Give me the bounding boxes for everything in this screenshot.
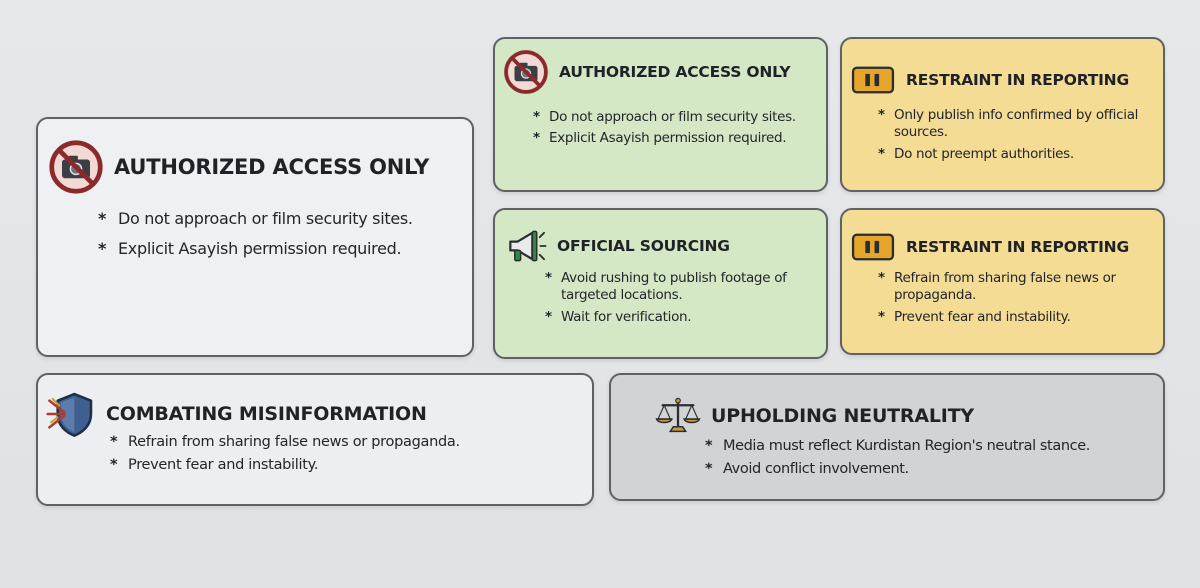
- bullet-star: *: [705, 460, 713, 477]
- bullet-item: * Prevent fear and instability.: [878, 309, 1163, 326]
- card-title: COMBATING MISINFORMATION: [106, 403, 427, 425]
- bullet-item: * Refrain from sharing false news or prop…: [110, 433, 590, 452]
- bullet-item: * Explicit Asayish permission required.: [98, 239, 468, 259]
- bullet-star: *: [110, 434, 118, 450]
- no-camera-icon: [48, 139, 104, 195]
- card-title: RESTRAINT IN REPORTING: [906, 71, 1129, 89]
- bullet-text: Refrain from sharing false news or propa…: [894, 270, 1116, 304]
- bullet-list: * Media must reflect Kurdistan Region's n…: [705, 437, 1160, 482]
- megaphone-icon: [503, 224, 547, 268]
- bullet-star: *: [878, 308, 885, 325]
- card-header: OFFICIAL SOURCING: [503, 224, 730, 268]
- bullet-item: * Only publish info confirmed by official…: [878, 107, 1163, 142]
- card-header: UPHOLDING NEUTRALITY: [655, 393, 974, 439]
- card-combating-misinformation: COMBATING MISINFORMATION * Refrain from s…: [36, 373, 594, 506]
- bullet-text: Media must reflect Kurdistan Region's ne…: [723, 438, 1090, 454]
- bullet-text: Do not approach or film security sites.: [549, 109, 796, 125]
- bullet-text: Only publish info confirmed by official …: [894, 107, 1139, 141]
- bullet-text: Refrain from sharing false news or propa…: [128, 434, 460, 450]
- bullet-list: * Do not approach or film security sites.…: [533, 109, 823, 152]
- bullet-text: Do not approach or film security sites.: [118, 209, 413, 228]
- bullet-star: *: [878, 145, 885, 162]
- card-title: OFFICIAL SOURCING: [557, 237, 730, 255]
- bullet-star: *: [878, 270, 885, 286]
- shield-icon: [46, 389, 96, 439]
- bullet-item: * Do not preempt authorities.: [878, 146, 1163, 163]
- card-official-sourcing: OFFICIAL SOURCING * Avoid rushing to publ…: [493, 208, 828, 359]
- card-header: AUTHORIZED ACCESS ONLY: [503, 49, 791, 95]
- card-header: RESTRAINT IN REPORTING: [850, 230, 1129, 264]
- bullet-item: * Refrain from sharing false news or prop…: [878, 270, 1163, 305]
- card-title: RESTRAINT IN REPORTING: [906, 238, 1129, 256]
- bullet-star: *: [705, 438, 713, 454]
- bullet-star: *: [533, 109, 540, 125]
- card-title: UPHOLDING NEUTRALITY: [711, 405, 974, 427]
- card-authorized-access-large: AUTHORIZED ACCESS ONLY * Do not approach …: [36, 117, 474, 357]
- bullet-text: Prevent fear and instability.: [894, 308, 1071, 325]
- bullet-star: *: [533, 130, 540, 147]
- bullet-text: Explicit Asayish permission required.: [549, 130, 787, 147]
- card-header: RESTRAINT IN REPORTING: [850, 63, 1129, 97]
- card-header: AUTHORIZED ACCESS ONLY: [48, 139, 429, 195]
- bullet-star: *: [98, 209, 107, 228]
- bullet-text: Explicit Asayish permission required.: [118, 239, 402, 259]
- bullet-star: *: [110, 456, 118, 473]
- bullet-star: *: [545, 308, 552, 325]
- bullet-text: Avoid rushing to publish footage of targ…: [561, 270, 787, 304]
- bullet-item: * Explicit Asayish permission required.: [533, 130, 823, 147]
- bullet-item: * Do not approach or film security sites.: [98, 209, 468, 229]
- card-restraint-reporting-2: RESTRAINT IN REPORTING * Refrain from sha…: [840, 208, 1165, 355]
- bullet-item: * Wait for verification.: [545, 309, 823, 326]
- bullet-list: * Do not approach or film security sites.…: [98, 209, 468, 270]
- bullet-star: *: [878, 107, 885, 123]
- card-title: AUTHORIZED ACCESS ONLY: [559, 63, 791, 81]
- bullet-text: Avoid conflict involvement.: [723, 460, 909, 477]
- bullet-item: * Do not approach or film security sites.: [533, 109, 823, 126]
- card-upholding-neutrality: UPHOLDING NEUTRALITY * Media must reflect…: [609, 373, 1165, 501]
- bullet-text: Prevent fear and instability.: [128, 456, 319, 473]
- bullet-star: *: [545, 270, 552, 286]
- bullet-item: * Prevent fear and instability.: [110, 456, 590, 475]
- bullet-list: * Avoid rushing to publish footage of tar…: [545, 270, 823, 330]
- card-header: COMBATING MISINFORMATION: [46, 389, 427, 439]
- pause-camera-icon: [850, 230, 896, 264]
- bullet-item: * Media must reflect Kurdistan Region's n…: [705, 437, 1160, 456]
- bullet-list: * Refrain from sharing false news or prop…: [110, 433, 590, 478]
- bullet-star: *: [98, 239, 107, 259]
- bullet-text: Do not preempt authorities.: [894, 145, 1074, 162]
- bullet-text: Wait for verification.: [561, 308, 692, 325]
- pause-camera-icon: [850, 63, 896, 97]
- bullet-list: * Refrain from sharing false news or prop…: [878, 270, 1163, 330]
- card-authorized-access-small: AUTHORIZED ACCESS ONLY * Do not approach …: [493, 37, 828, 192]
- bullet-item: * Avoid conflict involvement.: [705, 460, 1160, 479]
- bullet-item: * Avoid rushing to publish footage of tar…: [545, 270, 823, 305]
- card-title: AUTHORIZED ACCESS ONLY: [114, 155, 430, 179]
- bullet-list: * Only publish info confirmed by official…: [878, 107, 1163, 167]
- no-camera-icon: [503, 49, 549, 95]
- card-restraint-reporting-1: RESTRAINT IN REPORTING * Only publish inf…: [840, 37, 1165, 192]
- scales-icon: [655, 393, 701, 439]
